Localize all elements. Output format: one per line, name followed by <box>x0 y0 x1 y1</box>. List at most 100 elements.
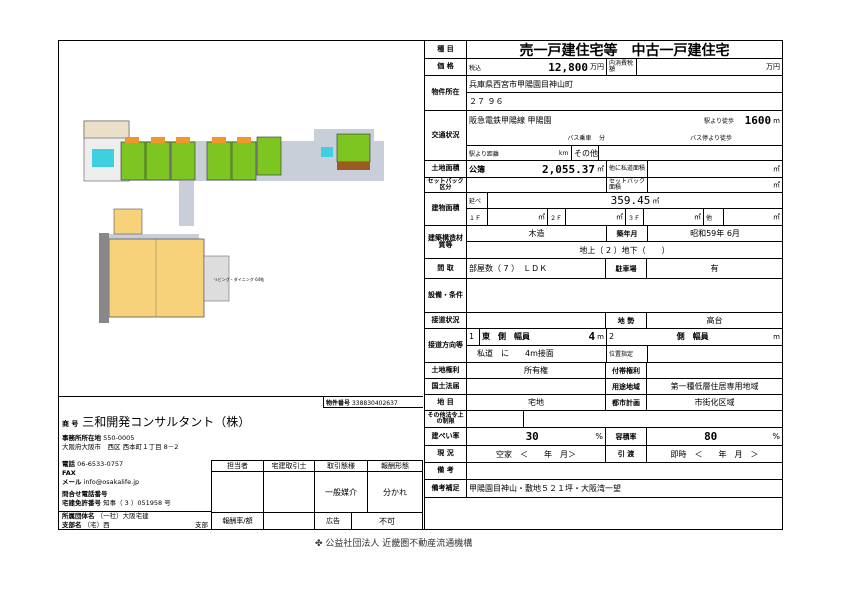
table-cell: 種 目 <box>437 44 454 53</box>
table-cell: ㎡ <box>723 209 782 225</box>
footer-association: ✤ 公益社団法人 近畿圏不動産流通機構 <box>315 539 473 549</box>
table-cell <box>466 463 782 479</box>
table-cell: ２Ｆ <box>547 209 565 225</box>
table-cell: その他法令上の制限 <box>427 411 464 425</box>
table-cell: ㎡ <box>487 209 547 225</box>
table-cell: 駅より距離 <box>469 150 499 158</box>
property-number: 物件番号 338830402637 <box>323 397 423 408</box>
station: 阪急電鉄甲陽線 甲陽園 <box>469 116 552 126</box>
terrain: 高台 <box>646 313 782 328</box>
table-cell: 空家 ＜ 年 月＞ <box>466 446 605 462</box>
postal: 550-0005 <box>103 434 135 442</box>
left-panel: リビング・ダイニング 64帖 物件番号 338830402637 商 号 三和開… <box>58 40 425 530</box>
table-cell: 都市計画 <box>605 395 646 410</box>
table-cell: 容積率 <box>605 428 646 445</box>
fee-type: 分かれ <box>367 471 423 513</box>
table-cell: 備考補足 <box>431 483 460 492</box>
association-logo-icon: ✤ <box>315 539 323 549</box>
table-cell: 内消費税額 <box>606 59 636 75</box>
rooms: 部屋数（ 7 ） ＬＤＫ <box>466 259 605 278</box>
table-cell <box>523 411 782 427</box>
table-cell: 付帯権利 <box>605 363 646 378</box>
table-cell: 接道方向等 <box>428 340 463 349</box>
table-cell: km <box>559 149 569 157</box>
road-contact: 私道 に 4m接面 <box>477 349 554 359</box>
floor-plan: リビング・ダイニング 64帖 <box>83 120 384 323</box>
floor-plan-2f <box>314 129 374 170</box>
table-cell: ㎡ <box>643 209 703 225</box>
table-cell: 30% <box>466 428 605 445</box>
table-cell: その他 <box>571 146 598 160</box>
name-label: 商 号 <box>62 420 79 428</box>
table-cell: 駅より徒歩 <box>704 118 734 126</box>
table-cell: １Ｆ <box>469 214 482 222</box>
table-cell: 即時 ＜ 年 月 ＞ <box>646 446 782 462</box>
table-cell: m <box>773 332 780 341</box>
table-cell: 用途地域 <box>605 379 646 394</box>
tel: 06-6533-0757 <box>77 460 124 468</box>
structure: 木造 <box>528 229 545 238</box>
building-area: 359.45 <box>610 194 651 207</box>
parking: 有 <box>646 259 782 278</box>
table-cell: 2 <box>606 329 616 345</box>
remarks-supplement: 甲陽園目神山・敷地５２１坪・大阪湾一望 <box>466 480 782 497</box>
table-cell: 引 渡 <box>605 446 646 462</box>
transaction-grid: 担当者宅建取引士取引態様報酬形態 一般媒介分かれ 報酬率/額広告不可 <box>211 460 423 530</box>
table-cell: 他 <box>703 209 723 225</box>
table-cell: 所有権 <box>466 363 605 378</box>
table-cell: 市街化区域 <box>646 395 782 410</box>
table-cell: 国土法届 <box>431 381 460 390</box>
table-cell: セットバック面積 <box>606 178 647 192</box>
table-cell: 土地権利 <box>431 365 460 374</box>
land-area: 2,055.37 <box>542 162 595 176</box>
table-cell: 交通状況 <box>431 130 460 139</box>
table-cell: 建ぺい率 <box>431 431 460 440</box>
table-cell <box>466 411 523 427</box>
built-date: 昭和59年 6月 <box>647 226 782 241</box>
company-address: 大阪府大阪市 西区 西本町１丁目 8－2 <box>62 443 179 451</box>
table-cell <box>466 379 605 394</box>
mail[interactable]: info@osakalife.jp <box>83 478 140 486</box>
coverage: 30 <box>525 430 539 443</box>
zoning: 第一種低層住居専用地域 <box>646 379 782 394</box>
floors: 地上（ 2 ）地下（ ） <box>579 245 670 255</box>
table-cell: ２７ ９６ <box>469 97 504 106</box>
table-cell <box>647 345 782 362</box>
table-cell: 側 幅員 <box>676 332 709 342</box>
table-cell: ㎡ <box>647 161 782 177</box>
ldk-label: リビング・ダイニング 64帖 <box>214 276 264 282</box>
table-cell: 建築構造材質等 <box>428 233 463 249</box>
table-cell: 築年月 <box>606 226 647 241</box>
table-cell: 万円 <box>636 59 782 75</box>
company-info: 物件番号 338830402637 商 号 三和開発コンサルタント（株） 事務所… <box>59 396 423 530</box>
table-cell: 建物面積 <box>431 204 460 213</box>
table-cell: 地 目 <box>437 397 454 406</box>
property-type: 売一戸建住宅等 中古一戸建住宅 <box>466 41 782 58</box>
table-cell <box>466 313 605 328</box>
table-cell <box>466 178 606 192</box>
deal-type: 一般媒介 <box>314 471 368 513</box>
table-cell: 価 格 <box>437 62 454 71</box>
table-cell: バス停より徒歩 <box>690 135 732 143</box>
table-cell: 位置指定 <box>606 345 647 362</box>
ad-permission: 不可 <box>351 512 423 530</box>
table-cell: ３Ｆ <box>625 209 643 225</box>
table-cell: バス乗車 分 <box>567 135 605 143</box>
table-cell: 東 側 幅員 <box>479 329 589 345</box>
table-cell: 他に私道面積 <box>606 161 647 177</box>
table-cell <box>646 363 782 378</box>
table-cell <box>598 146 782 160</box>
table-cell: 土地面積 <box>431 164 460 173</box>
table-cell: 1 <box>469 332 475 342</box>
table-cell: 物件所在 <box>431 88 460 97</box>
table-cell: ㎡ <box>565 209 625 225</box>
table-cell: ㎡ <box>647 178 782 192</box>
table-cell: 地 勢 <box>605 313 646 328</box>
company-name: 三和開発コンサルタント（株） <box>82 415 251 429</box>
